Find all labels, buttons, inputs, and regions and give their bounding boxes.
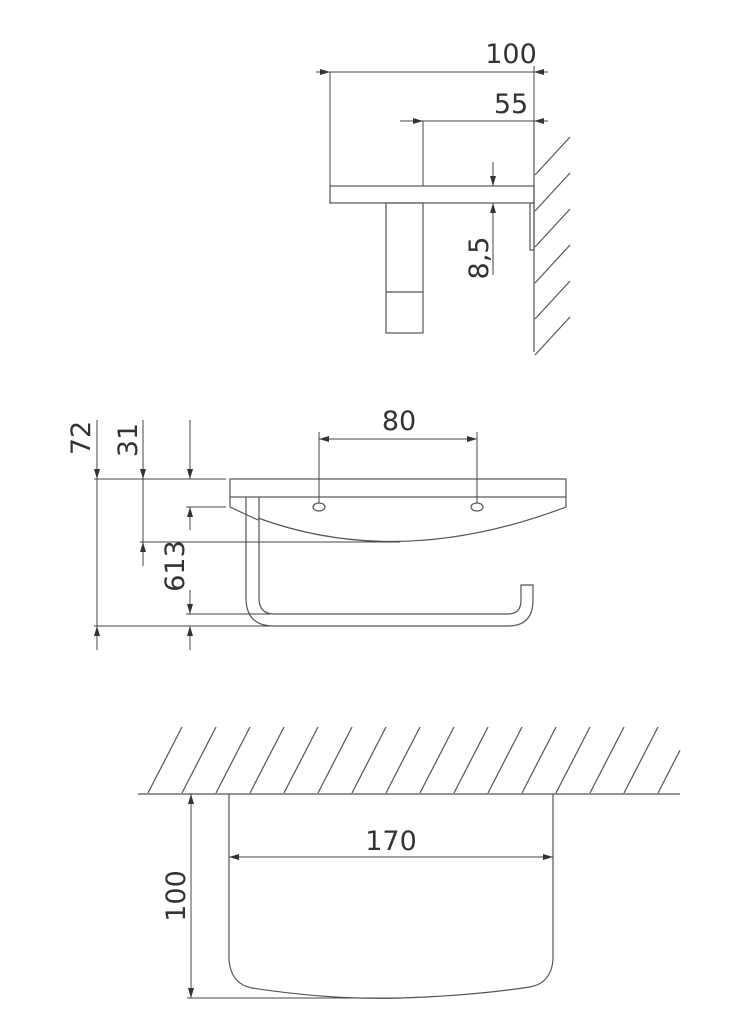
dim-label-hole-spacing: 80	[382, 406, 416, 437]
dim-label-depth: 100	[485, 39, 537, 70]
hatch-line	[453, 726, 489, 794]
hatch-line	[419, 726, 455, 794]
side-view: 100 55 8,5	[316, 39, 571, 356]
hatch-line	[385, 726, 421, 794]
hatch-line	[589, 726, 625, 794]
wall-hatching-top	[147, 726, 681, 794]
mount-hole	[312, 502, 326, 512]
dim-label-curve-depth: 31	[113, 423, 144, 457]
hatch-line	[147, 726, 183, 794]
hatch-line	[534, 136, 571, 176]
mount-hole	[470, 502, 484, 512]
shelf-curve	[229, 497, 567, 543]
hatch-line	[351, 726, 387, 794]
hatch-line	[555, 726, 591, 794]
mount-lip	[529, 202, 535, 251]
shelf-front	[229, 478, 567, 498]
hatch-line	[657, 750, 681, 794]
roll-holder-side	[385, 202, 424, 334]
hatch-line	[534, 208, 571, 248]
wall-hatching-side	[534, 136, 571, 356]
hatch-line	[623, 726, 659, 794]
hatch-line	[317, 726, 353, 794]
roll-bar	[245, 497, 534, 627]
hatch-line	[534, 244, 571, 284]
dim-label-depth: 100	[161, 870, 192, 922]
hatch-line	[534, 280, 571, 320]
hatch-line	[534, 316, 571, 356]
hatch-line	[215, 726, 251, 794]
hatch-line	[521, 726, 557, 794]
shelf-top-outline	[228, 794, 554, 999]
hatch-line	[487, 726, 523, 794]
hatch-line	[181, 726, 217, 794]
dim-label-width: 170	[365, 826, 417, 857]
dim-label-total-height: 72	[66, 421, 97, 455]
dim-label-thickness: 8,5	[464, 237, 495, 280]
top-view: 100 170	[138, 726, 681, 999]
hatch-line	[249, 726, 285, 794]
dim-label-offset: 55	[494, 89, 528, 120]
front-view: 80 72 31 613	[66, 406, 567, 650]
dim-label-bar-offsets: 613	[160, 540, 191, 592]
hatch-line	[534, 172, 571, 212]
shelf-side	[329, 185, 535, 204]
hatch-line	[283, 726, 319, 794]
